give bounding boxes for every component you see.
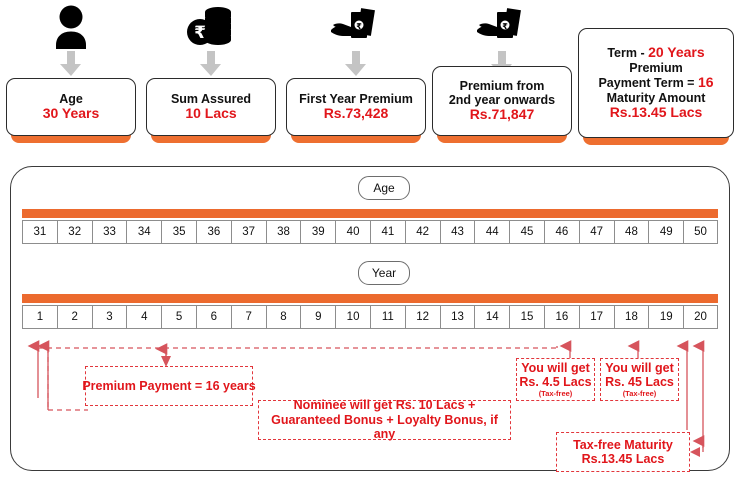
year-cell[interactable]: 13 <box>439 305 475 329</box>
summary-term-row: Term - 20 Years <box>607 45 704 61</box>
card-line: 2nd year onwards <box>448 93 556 108</box>
age-cell[interactable]: 41 <box>369 220 405 244</box>
card-body[interactable]: First Year Premium Rs.73,428 <box>286 78 426 136</box>
card-line: First Year Premium <box>299 92 413 107</box>
card-body[interactable]: Age 30 Years <box>6 78 136 136</box>
age-cell[interactable]: 33 <box>91 220 127 244</box>
card-policy-summary[interactable]: Term - 20 Years Premium Payment Term = 1… <box>578 28 734 145</box>
age-cell[interactable]: 35 <box>161 220 196 244</box>
year-cell[interactable]: 4 <box>126 305 162 329</box>
card-line-value: 10 Lacs <box>185 105 237 122</box>
age-cell[interactable]: 48 <box>613 220 649 244</box>
age-cell[interactable]: 45 <box>509 220 544 244</box>
year-cell[interactable]: 10 <box>335 305 370 329</box>
year-cell[interactable]: 12 <box>404 305 440 329</box>
age-cell[interactable]: 40 <box>335 220 370 244</box>
age-cell[interactable]: 47 <box>578 220 614 244</box>
card-first-year-premium[interactable]: ₹ First Year Premium Rs.73,428 <box>286 0 426 143</box>
arrow-down-icon <box>146 50 276 78</box>
age-cell[interactable]: 46 <box>543 220 579 244</box>
summary-payment-term-row: Payment Term = 16 <box>598 74 714 91</box>
age-cell[interactable]: 36 <box>195 220 231 244</box>
summary-maturity-label: Maturity Amount <box>606 90 706 105</box>
year-pill-label: Year <box>358 261 410 285</box>
card-line-value: 30 Years <box>42 105 100 122</box>
card-accent-bar <box>11 132 131 143</box>
year-orange-bar <box>22 294 718 303</box>
age-cell[interactable]: 43 <box>439 220 475 244</box>
year-cell[interactable]: 15 <box>509 305 544 329</box>
arrow-down-icon <box>286 50 426 78</box>
age-cell[interactable]: 44 <box>474 220 510 244</box>
age-orange-bar <box>22 209 718 218</box>
svg-text:₹: ₹ <box>502 22 508 31</box>
card-accent-bar <box>437 132 567 143</box>
summary-term-value: 20 Years <box>648 44 705 61</box>
age-cell[interactable]: 42 <box>404 220 440 244</box>
age-pill-label: Age <box>358 176 410 200</box>
year-cell[interactable]: 1 <box>22 305 57 329</box>
person-icon <box>6 0 136 50</box>
card-body[interactable]: Sum Assured 10 Lacs <box>146 78 276 136</box>
year-cell[interactable]: 8 <box>265 305 301 329</box>
year-cell[interactable]: 14 <box>474 305 510 329</box>
year-cell[interactable]: 7 <box>230 305 266 329</box>
year-cell[interactable]: 20 <box>683 305 718 329</box>
year-cell[interactable]: 9 <box>300 305 336 329</box>
card-age[interactable]: Age 30 Years <box>6 0 136 143</box>
summary-maturity-value: Rs.13.45 Lacs <box>609 103 703 120</box>
card-line-value: Rs.71,847 <box>469 106 535 123</box>
age-cell[interactable]: 39 <box>300 220 336 244</box>
card-premium-2nd-year[interactable]: ₹ Premium from 2nd year onwards Rs.71,84… <box>432 0 572 143</box>
age-cell[interactable]: 50 <box>683 220 718 244</box>
year-cell[interactable]: 11 <box>369 305 405 329</box>
summary-payment-term-value: 16 <box>697 74 714 91</box>
summary-payment-term-label: Payment Term = <box>598 76 698 91</box>
year-cell[interactable]: 5 <box>161 305 196 329</box>
year-cell[interactable]: 17 <box>578 305 614 329</box>
year-cell[interactable]: 16 <box>543 305 579 329</box>
summary-cards-row: Age 30 Years <box>0 0 740 152</box>
hand-cash-icon: ₹ <box>432 0 572 50</box>
card-line: Sum Assured <box>170 92 252 107</box>
age-cell[interactable]: 37 <box>230 220 266 244</box>
card-accent-bar <box>151 132 271 143</box>
card-body[interactable]: Term - 20 Years Premium Payment Term = 1… <box>578 28 734 138</box>
age-cell[interactable]: 34 <box>126 220 162 244</box>
card-line: Age <box>59 92 83 107</box>
summary-term-label: Term - <box>607 46 649 61</box>
age-cell[interactable]: 31 <box>22 220 57 244</box>
year-cell[interactable]: 2 <box>56 305 92 329</box>
year-cell[interactable]: 19 <box>648 305 684 329</box>
age-cell[interactable]: 38 <box>265 220 301 244</box>
card-body[interactable]: Premium from 2nd year onwards Rs.71,847 <box>432 66 572 136</box>
age-cell[interactable]: 49 <box>648 220 684 244</box>
card-accent-bar <box>583 134 729 145</box>
year-cell[interactable]: 3 <box>91 305 127 329</box>
card-accent-bar <box>291 132 421 143</box>
age-cell[interactable]: 32 <box>56 220 92 244</box>
card-line: Premium from <box>459 79 545 94</box>
svg-text:₹: ₹ <box>356 22 362 31</box>
card-line-value: Rs.73,428 <box>323 105 389 122</box>
card-sum-assured[interactable]: ₹ Sum Assured 10 Lacs <box>146 0 276 143</box>
hand-cash-icon: ₹ <box>286 0 426 50</box>
svg-text:₹: ₹ <box>194 23 206 43</box>
summary-premium-word: Premium <box>629 61 683 76</box>
year-cell[interactable]: 6 <box>195 305 231 329</box>
arrow-down-icon <box>6 50 136 78</box>
year-cell[interactable]: 18 <box>613 305 649 329</box>
rupee-coins-icon: ₹ <box>146 0 276 50</box>
